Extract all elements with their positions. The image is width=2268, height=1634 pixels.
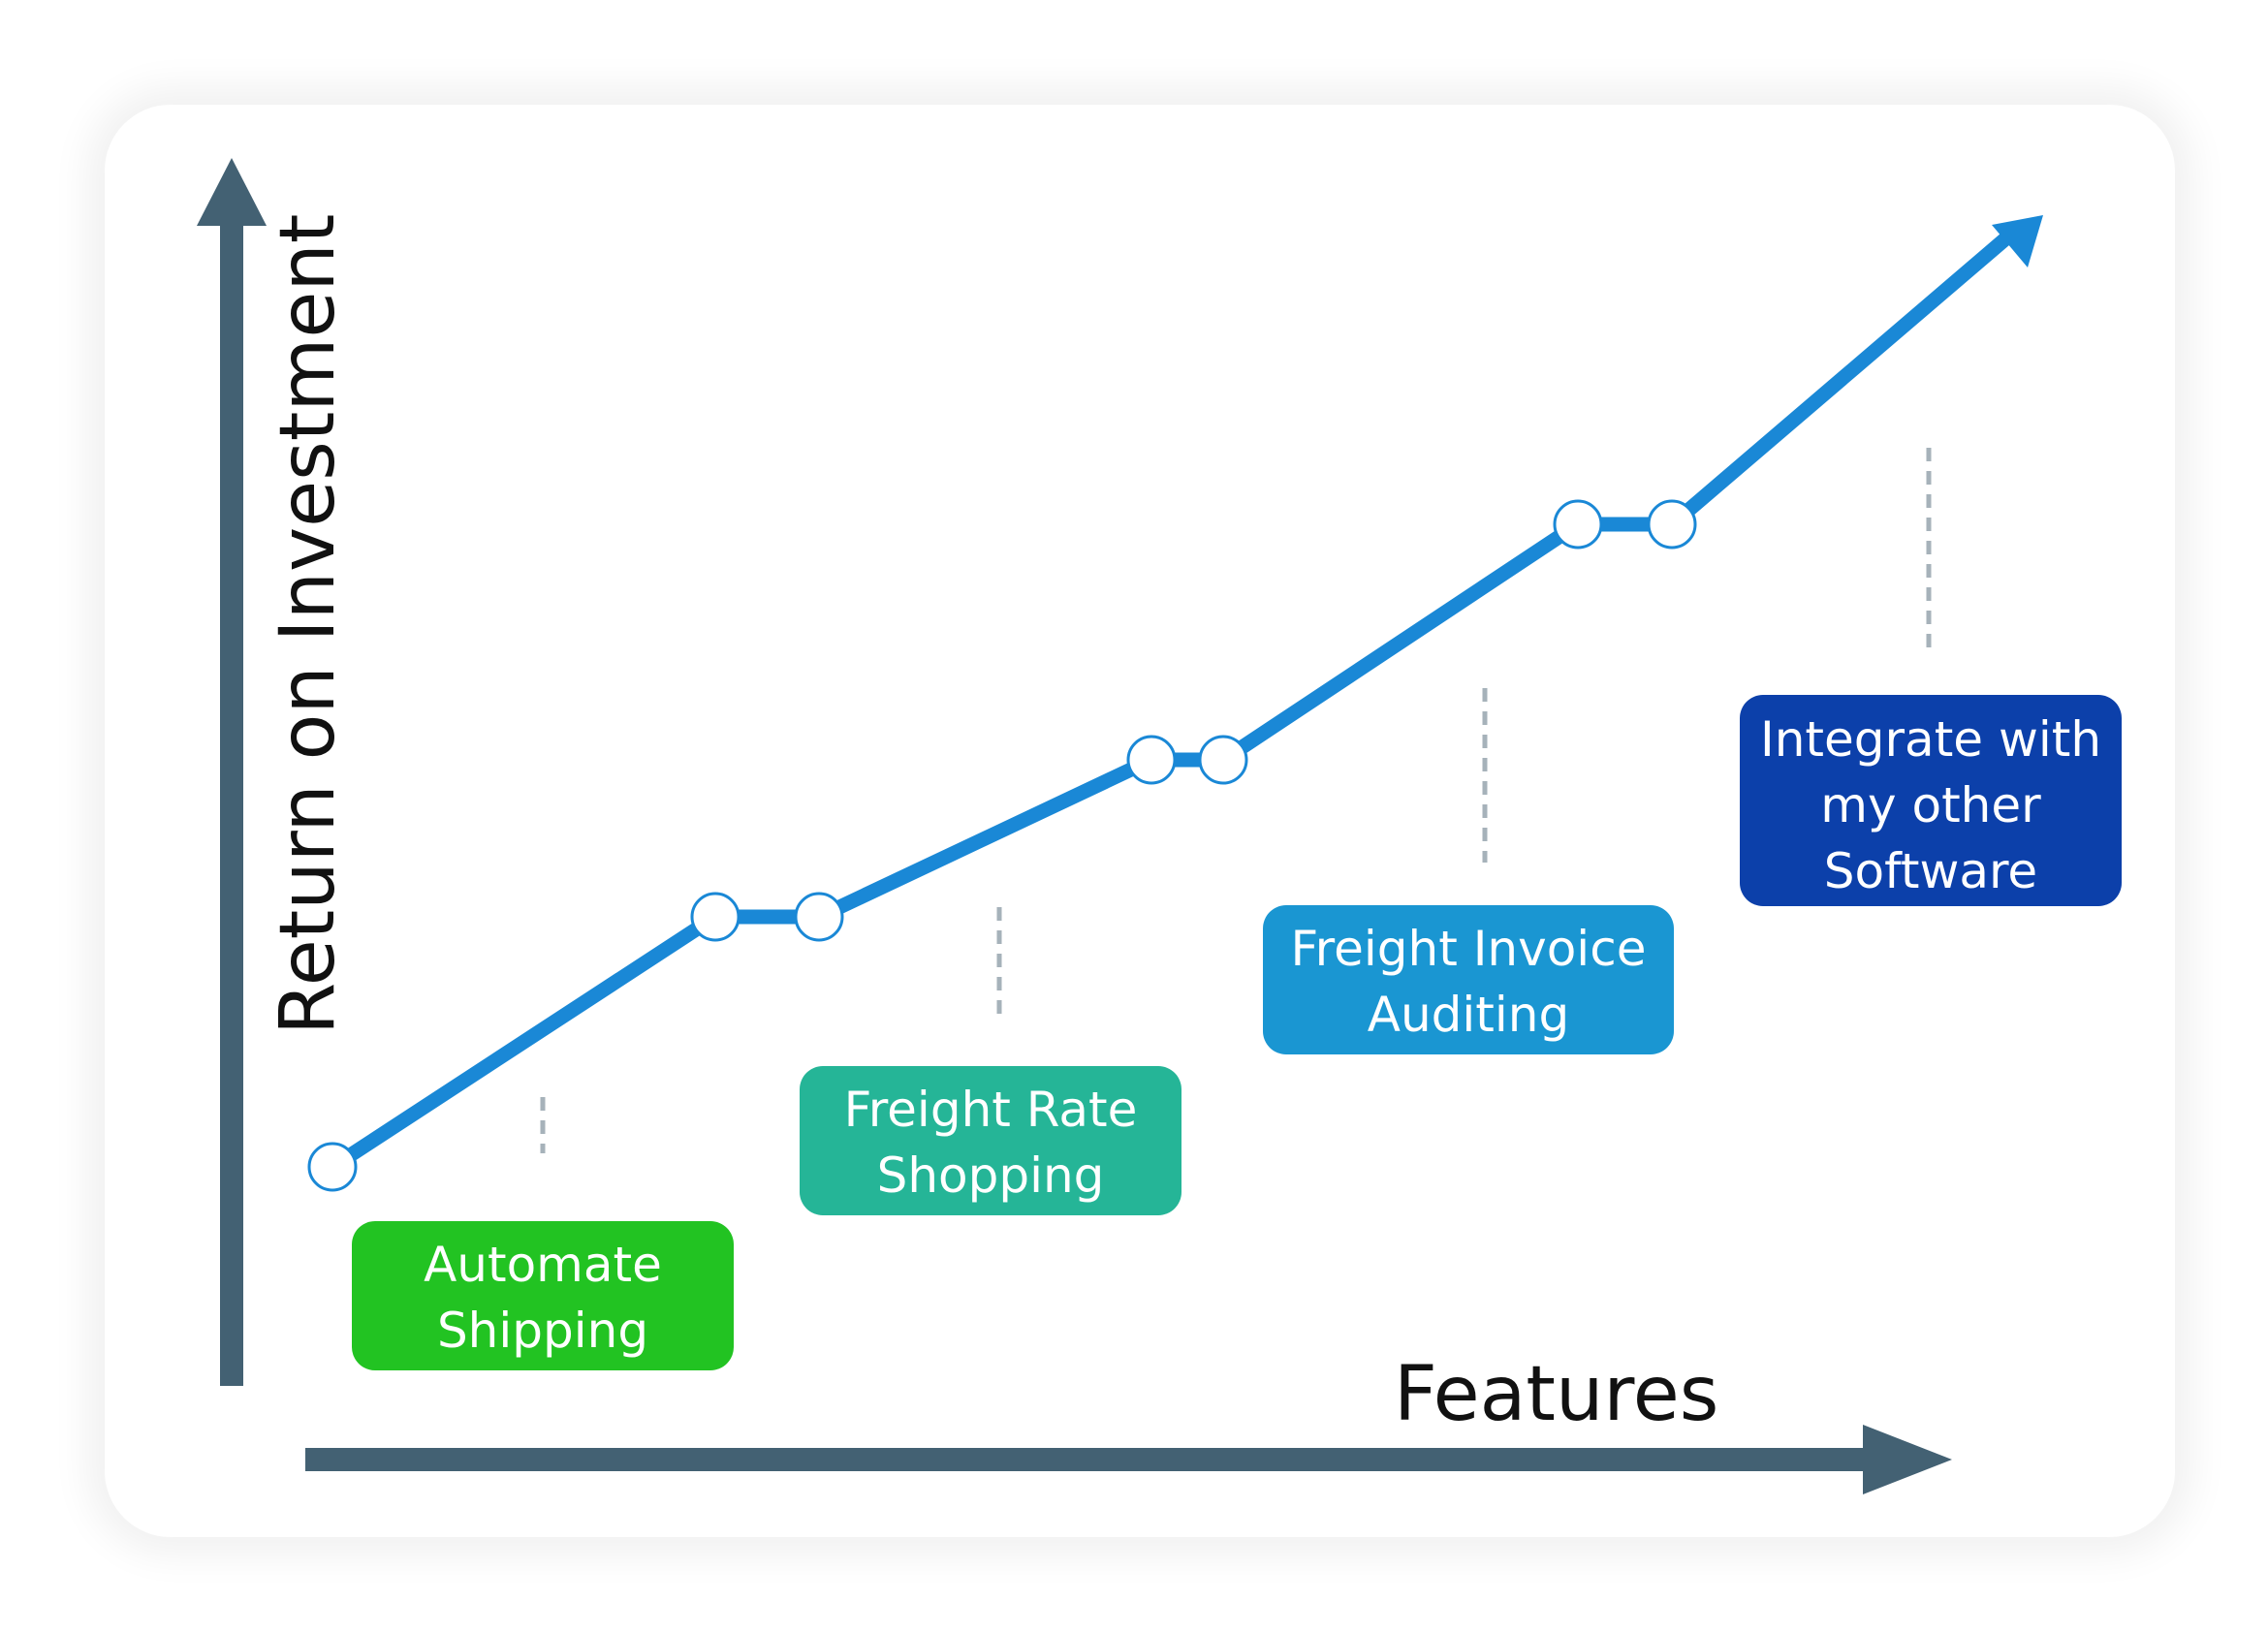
- feature-box-label: Shipping: [437, 1303, 648, 1359]
- feature-box-bg: [800, 1066, 1181, 1215]
- y-axis-line: [220, 221, 243, 1386]
- x-axis-label: Features: [1394, 1351, 1718, 1438]
- feature-box-label: my other: [1820, 777, 2041, 833]
- x-axis-arrowhead: [1863, 1425, 1952, 1494]
- milestone-marker: [794, 892, 844, 942]
- milestone-marker: [1126, 735, 1177, 785]
- milestone-marker: [307, 1142, 358, 1192]
- milestone-marker: [1198, 735, 1248, 785]
- feature-box-bg: [352, 1221, 734, 1370]
- feature-box-freight-invoice-auditing: Freight Invoice Auditing: [1263, 905, 1674, 1054]
- feature-box-label: Freight Rate: [844, 1082, 1138, 1138]
- x-axis-line: [305, 1448, 1868, 1471]
- milestone-marker: [690, 892, 740, 942]
- roi-trend-arrowhead: [1992, 215, 2043, 267]
- y-axis-label: Return on Investment: [265, 214, 352, 1035]
- feature-box-bg: [1740, 695, 2122, 906]
- feature-box-freight-rate-shopping: Freight Rate Shopping: [800, 1066, 1181, 1215]
- feature-box-label: Integrate with: [1760, 711, 2101, 768]
- feature-box-label: Auditing: [1368, 987, 1569, 1043]
- feature-box-label: Shopping: [877, 1147, 1105, 1204]
- feature-box-label: Automate: [424, 1237, 662, 1293]
- feature-box-integrate-software: Integrate with my other Software: [1740, 695, 2122, 906]
- milestone-marker: [1553, 499, 1603, 550]
- feature-box-label: Software: [1824, 843, 2037, 899]
- milestone-marker: [1647, 499, 1697, 550]
- y-axis-arrowhead: [197, 158, 267, 226]
- feature-box-label: Freight Invoice: [1291, 921, 1647, 977]
- feature-box-bg: [1263, 905, 1674, 1054]
- feature-box-automate-shipping: Automate Shipping: [352, 1221, 734, 1370]
